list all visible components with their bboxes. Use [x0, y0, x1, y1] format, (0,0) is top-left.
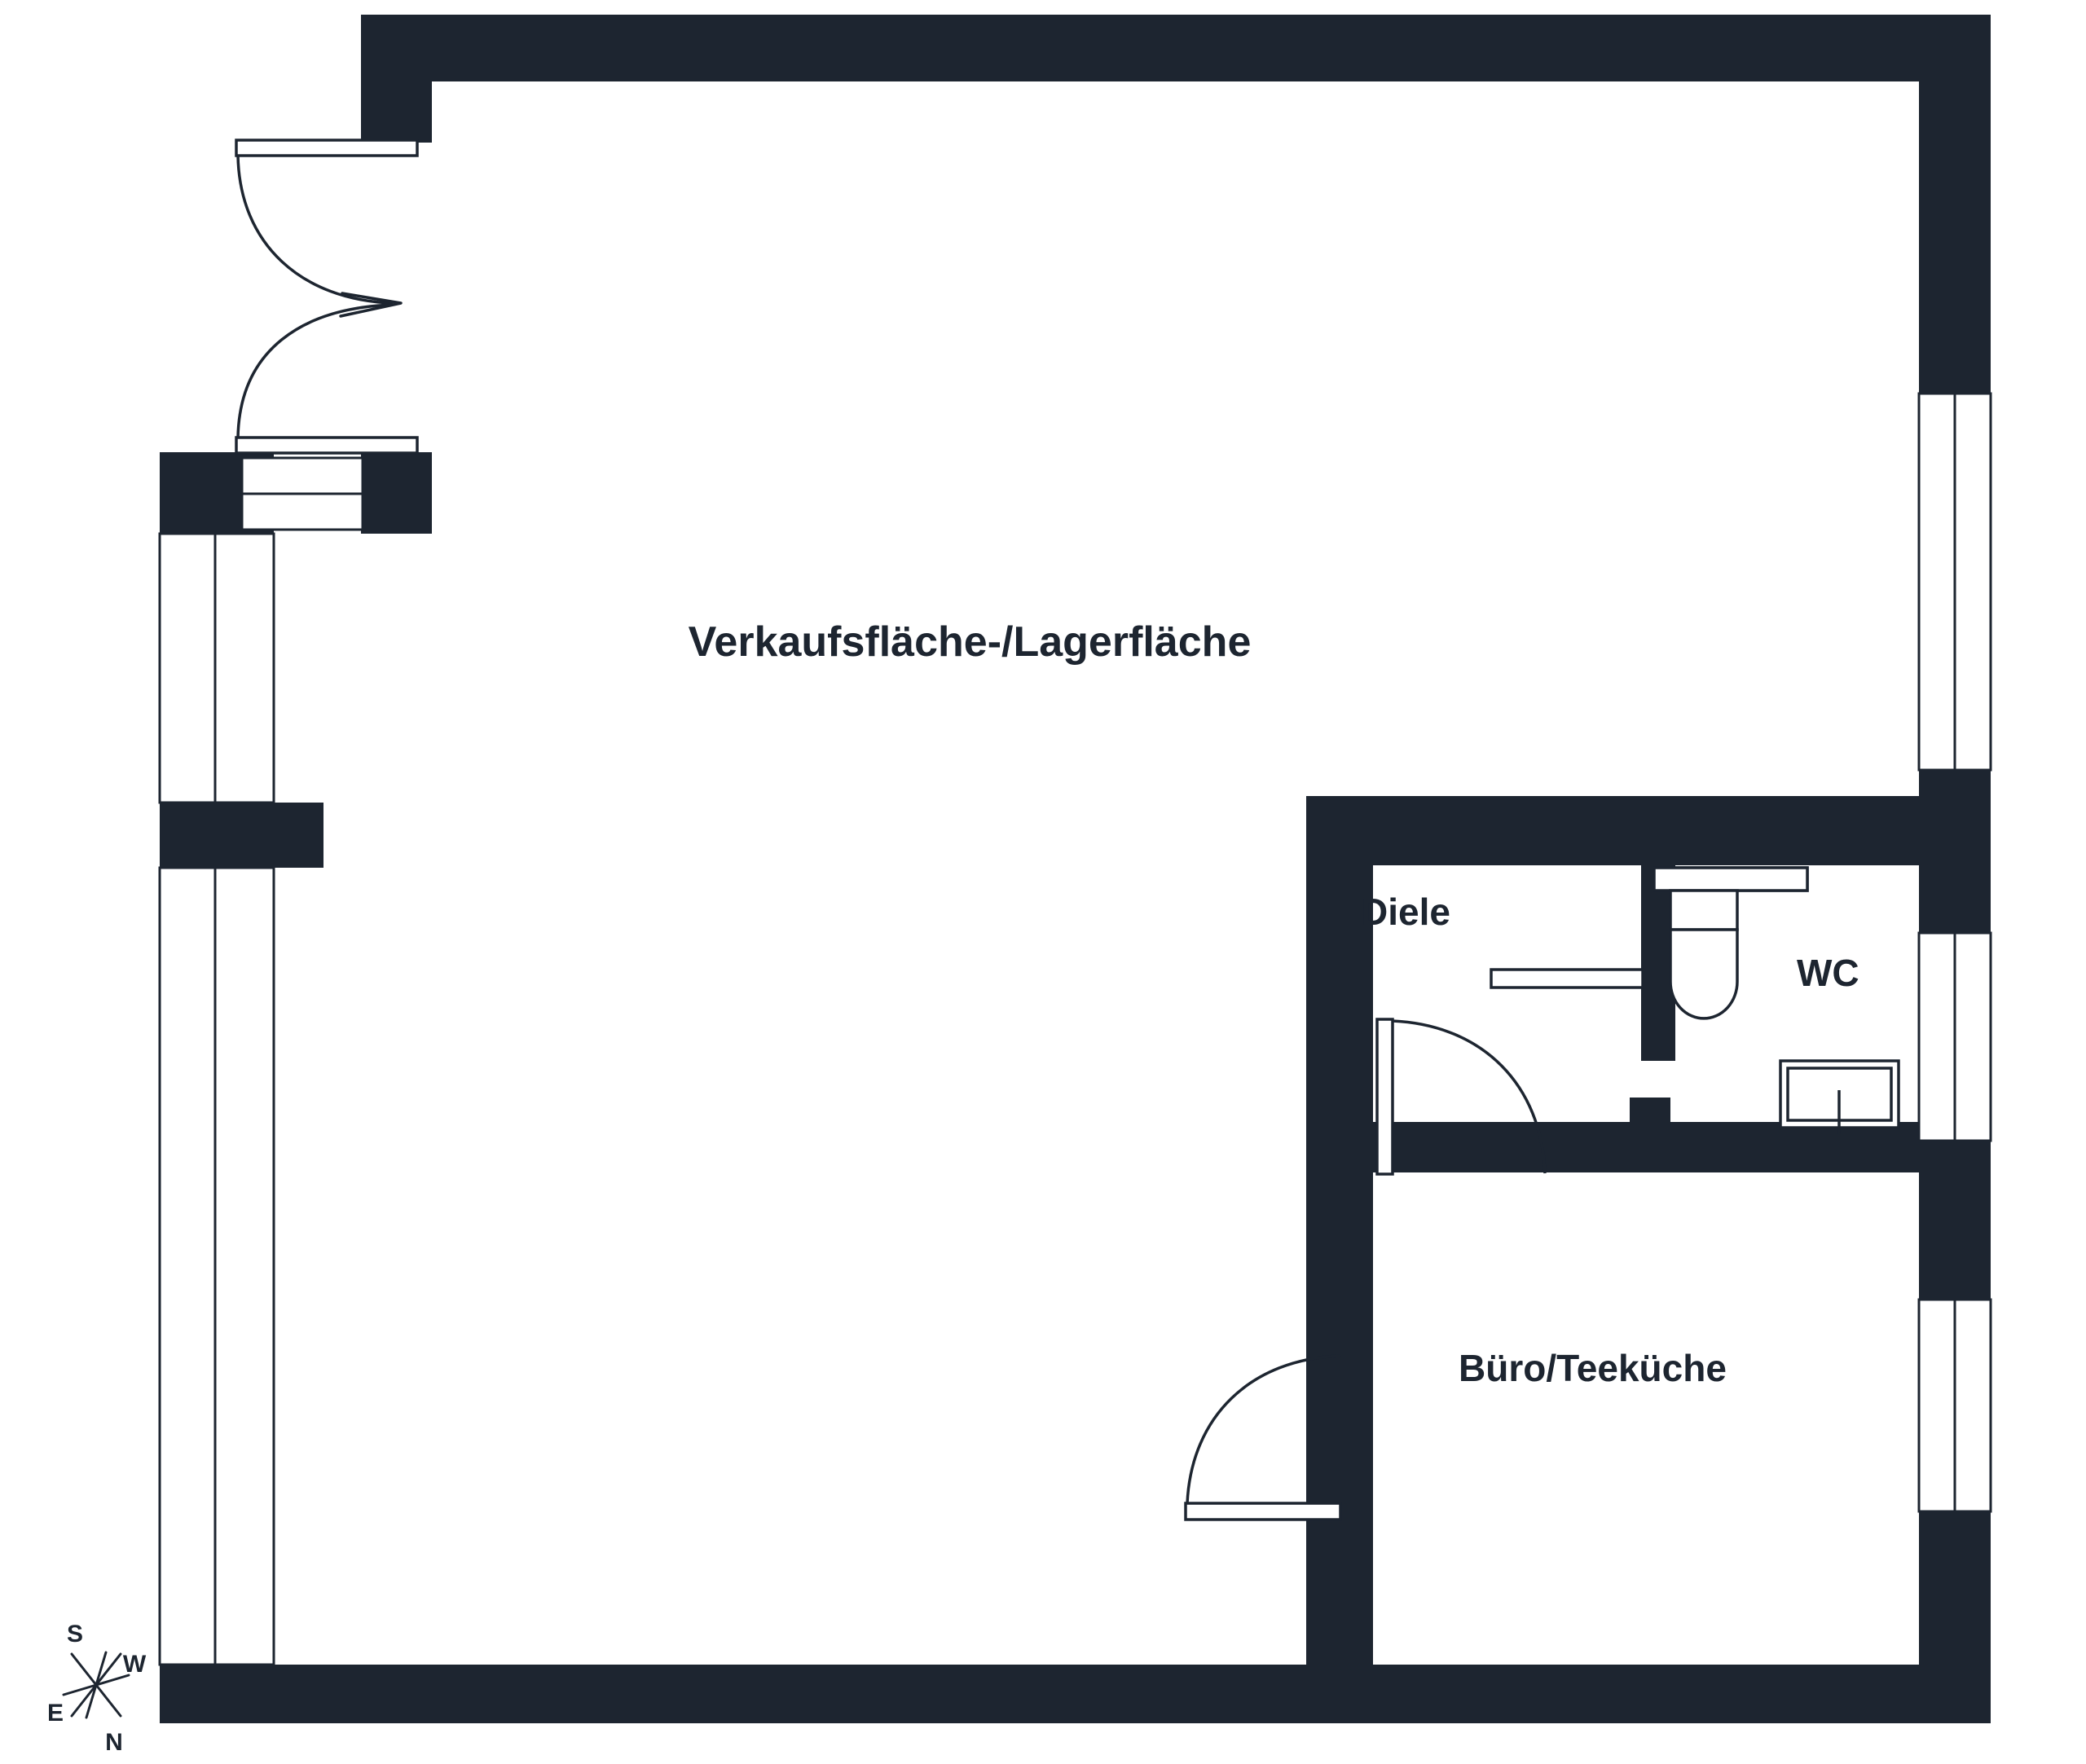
hallway-door[interactable]	[1375, 1018, 1547, 1176]
window-left-upper	[158, 532, 275, 804]
compass-label-e: E	[47, 1700, 64, 1727]
compass-label-n: N	[105, 1729, 123, 1756]
washbasin-fixture	[1779, 1059, 1900, 1134]
room-label-hallway: Diele	[1361, 891, 1450, 933]
wall-left-pier-middle	[160, 803, 323, 868]
fixtures-group	[1653, 866, 1900, 1134]
entrance-door-lower[interactable]	[235, 303, 419, 455]
compass-rose: S W E N	[47, 1621, 147, 1756]
walls-group	[160, 15, 1991, 1723]
window-right-top	[1917, 392, 1992, 772]
room-label-wc: WC	[1797, 952, 1859, 994]
room-label-office-kitchenette: Büro/Teeküche	[1459, 1347, 1727, 1389]
room-labels-group: Verkaufsfläche-/Lagerfläche Diele WC Bür…	[689, 618, 1859, 1389]
wall-right-lower	[1919, 1511, 1991, 1683]
entrance-threshold-panels	[240, 456, 364, 531]
compass-label-w: W	[123, 1651, 147, 1678]
window-right-wc	[1917, 931, 1992, 1142]
wall-diele-jamb	[1630, 1098, 1670, 1172]
compass-rays	[62, 1651, 130, 1719]
room-label-sales-storage: Verkaufsfläche-/Lagerfläche	[689, 618, 1252, 666]
entrance-direction-arrow	[339, 292, 403, 318]
wall-top	[361, 15, 1991, 143]
diele-wc-door-panel[interactable]	[1490, 968, 1644, 989]
wall-bottom	[160, 1665, 1991, 1723]
compass-label-s: S	[67, 1621, 83, 1647]
wall-left-pier-entrance	[361, 452, 432, 534]
wall-right-upper	[1919, 15, 1991, 394]
doors-group	[235, 139, 1809, 1521]
windows-group	[158, 392, 1992, 1666]
toilet-fixture	[1653, 866, 1809, 1020]
wall-top-left-return	[361, 81, 432, 143]
entrance-door-upper[interactable]	[235, 139, 419, 305]
window-left-lower	[158, 866, 275, 1666]
office-door[interactable]	[1184, 1354, 1342, 1521]
wall-annex-top	[1306, 796, 1991, 865]
wall-annex-west	[1306, 796, 1373, 1723]
window-right-office	[1917, 1298, 1992, 1513]
